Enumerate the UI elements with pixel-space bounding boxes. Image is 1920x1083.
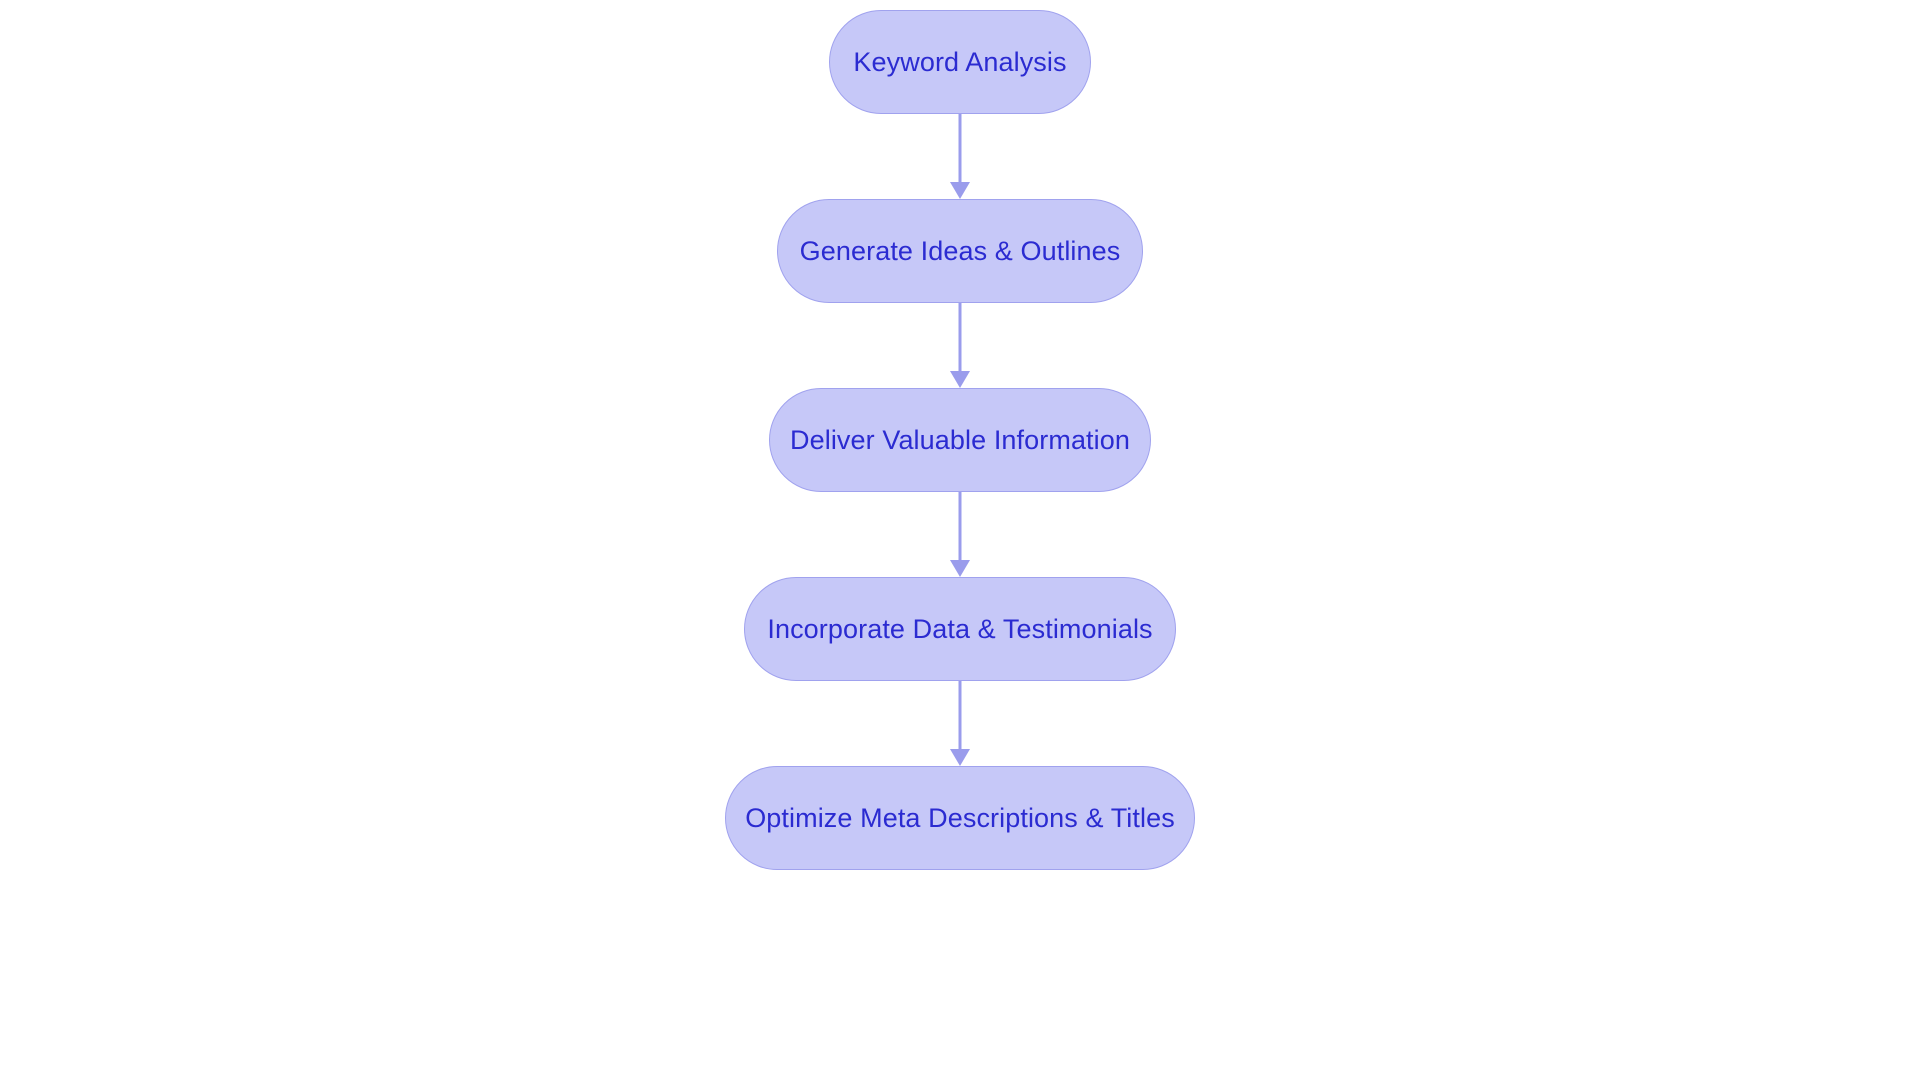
flowchart-edge-1 [940,114,980,199]
edge-line [958,492,962,562]
flowchart-node-incorporate-data-testimonials[interactable]: Incorporate Data & Testimonials [744,577,1176,681]
flowchart-node-label: Keyword Analysis [853,46,1067,77]
flowchart-node-label: Optimize Meta Descriptions & Titles [745,802,1175,833]
edge-line [958,114,962,184]
flowchart-node-label: Generate Ideas & Outlines [799,235,1121,266]
flowchart-edge-3 [940,492,980,577]
arrowhead-down-icon [950,371,970,388]
flowchart-node-label: Deliver Valuable Information [790,424,1130,455]
arrowhead-down-icon [950,560,970,577]
arrowhead-down-icon [950,182,970,199]
flowchart-edge-4 [940,681,980,766]
flowchart-node-label: Incorporate Data & Testimonials [767,613,1153,644]
arrowhead-down-icon [950,749,970,766]
flowchart-node-optimize-meta-descriptions-titles[interactable]: Optimize Meta Descriptions & Titles [725,766,1195,870]
flowchart-edge-2 [940,303,980,388]
flowchart-node-generate-ideas-outlines[interactable]: Generate Ideas & Outlines [777,199,1143,303]
edge-line [958,303,962,373]
flowchart-node-deliver-valuable-information[interactable]: Deliver Valuable Information [769,388,1151,492]
edge-line [958,681,962,751]
flowchart-node-keyword-analysis[interactable]: Keyword Analysis [829,10,1091,114]
